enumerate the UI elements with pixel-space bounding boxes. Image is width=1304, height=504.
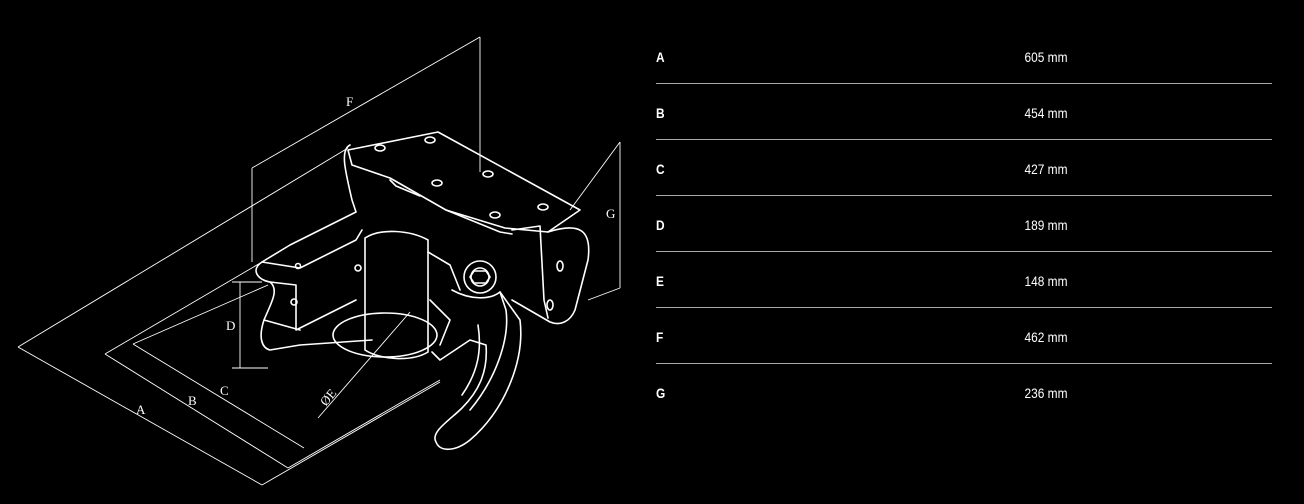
left-jaw: [255, 144, 373, 351]
bolt-hole: [489, 211, 501, 219]
spec-label: D: [656, 217, 665, 233]
dim-label-g: G: [606, 206, 615, 221]
bolt-hole: [556, 260, 564, 272]
dimension-spec-table: A 605 mm B 454 mm C 427 mm D 189 mm E 14…: [656, 30, 1272, 421]
dim-label-f: F: [346, 94, 353, 109]
spec-row-b: B 454 mm: [656, 86, 1272, 140]
spec-label: F: [656, 329, 664, 345]
bolt-hole: [424, 136, 436, 144]
dimension-line-c: [132, 343, 305, 449]
spec-label: E: [656, 273, 664, 289]
spec-value: 454 mm: [1024, 105, 1068, 121]
spec-row-d: D 189 mm: [656, 198, 1272, 252]
spec-value: 236 mm: [1024, 385, 1068, 401]
spec-row-c: C 427 mm: [656, 142, 1272, 196]
spec-value: 427 mm: [1024, 161, 1068, 177]
spec-row-e: E 148 mm: [656, 254, 1272, 308]
dimension-line-b: [104, 353, 289, 469]
spec-value: 189 mm: [1024, 217, 1068, 233]
dimension-line-a: [17, 346, 263, 486]
spec-label: C: [656, 161, 665, 177]
bolt-hole: [482, 170, 494, 178]
bolt-hole: [537, 203, 549, 211]
dim-label-b: B: [188, 393, 197, 408]
spec-row-f: F 462 mm: [656, 310, 1272, 364]
mounting-plate: [347, 131, 581, 233]
pivot-cylinder: [364, 230, 429, 360]
pivot-bolt: [463, 260, 497, 294]
spec-row-g: G 236 mm: [656, 366, 1272, 419]
spec-value: 462 mm: [1024, 329, 1068, 345]
bolt-hole: [374, 144, 386, 152]
spec-label: B: [656, 105, 665, 121]
spec-label: G: [656, 385, 666, 401]
dim-label-c: C: [220, 383, 229, 398]
dimension-line-f: [251, 36, 481, 169]
plate-front-edge: [511, 227, 590, 325]
spec-label: A: [656, 49, 665, 65]
spec-value: 148 mm: [1024, 273, 1068, 289]
dimension-line-e: [317, 311, 411, 419]
plate-side: [511, 225, 549, 319]
right-claw: [431, 289, 522, 451]
technical-drawing: A B C D ØE F G: [17, 36, 621, 486]
spec-value: 605 mm: [1024, 49, 1068, 65]
spec-row-a: A 605 mm: [656, 30, 1272, 84]
dim-label-e: ØE: [317, 386, 340, 409]
bolt-hole: [431, 179, 443, 187]
dim-label-a: A: [136, 402, 146, 417]
bolt-hole: [546, 299, 554, 311]
tube-opening: [332, 312, 438, 358]
dim-label-d: D: [226, 318, 235, 333]
